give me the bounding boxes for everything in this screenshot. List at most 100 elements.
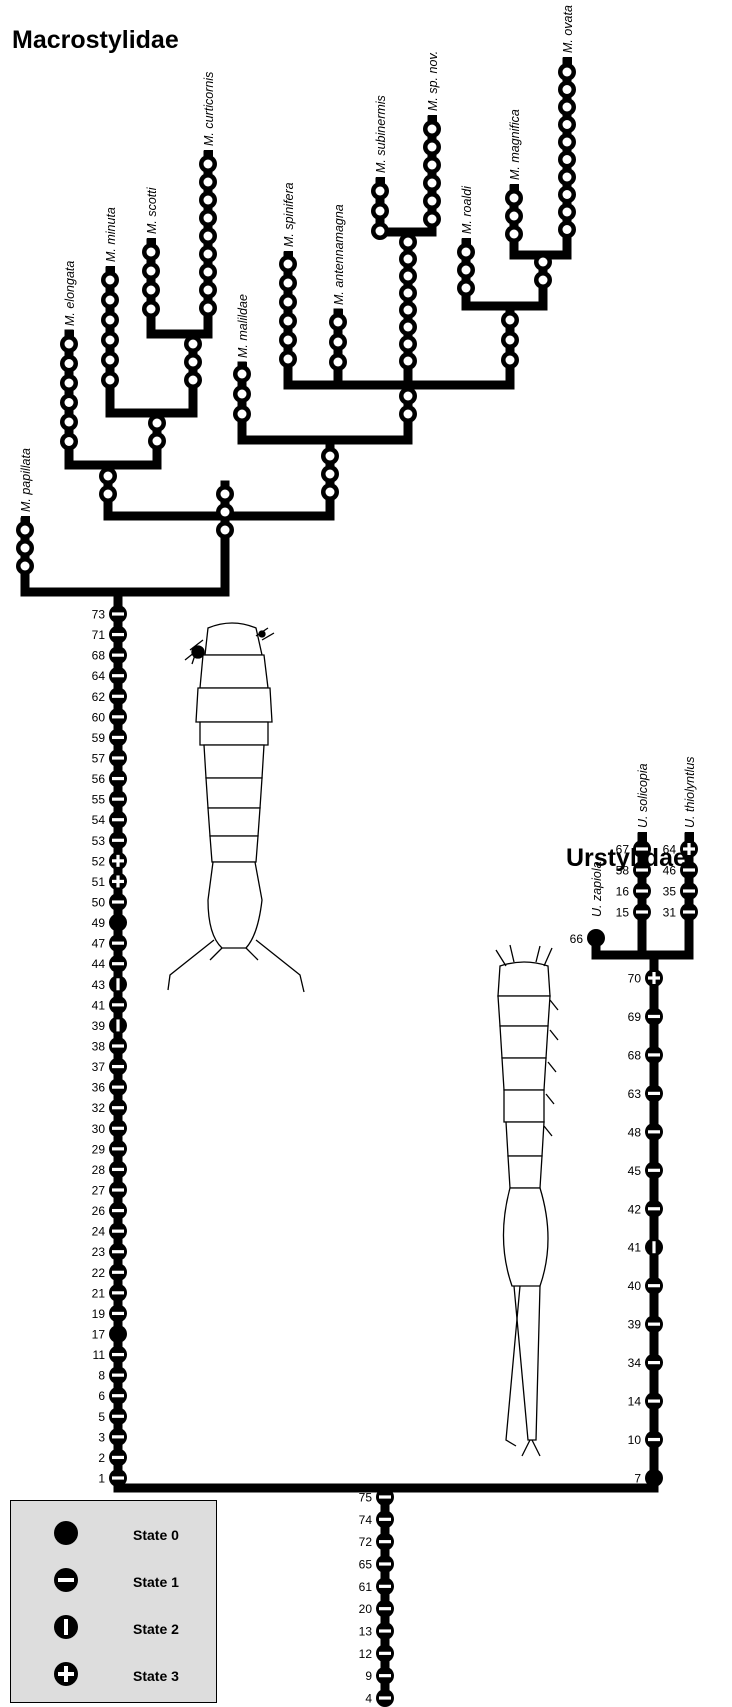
character-marker-macrostylidae-28 (109, 1160, 127, 1178)
character-marker-macrostylidae-29 (109, 1140, 127, 1158)
character-number-root-4: 4 (365, 1692, 372, 1706)
apomorphy-ring (329, 333, 347, 351)
apomorphy-ring (60, 355, 78, 373)
character-number-urstylidae-41: 41 (628, 1241, 642, 1255)
character-number-macrostylidae-28: 28 (92, 1163, 106, 1177)
character-number-urstylidae-48: 48 (628, 1125, 642, 1139)
apomorphy-ring (199, 155, 217, 173)
character-marker-root-13 (376, 1622, 394, 1640)
character-marker-urstylidae-10 (645, 1431, 663, 1449)
character-number-root-61: 61 (359, 1580, 373, 1594)
apomorphy-ring (399, 318, 417, 336)
character-marker-macrostylidae-71 (109, 626, 127, 644)
apomorphy-ring (279, 255, 297, 273)
character-number-macrostylidae-1: 1 (98, 1472, 105, 1486)
character-marker-root-12 (376, 1644, 394, 1662)
character-marker-root-20 (376, 1600, 394, 1618)
character-marker-macrostylidae-55 (109, 790, 127, 808)
character-number-macrostylidae-52: 52 (92, 854, 106, 868)
character-number-macrostylidae-32: 32 (92, 1101, 106, 1115)
apomorphy-ring (99, 467, 117, 485)
character-marker-root-65 (376, 1555, 394, 1573)
apomorphy-ring (142, 262, 160, 280)
character-number-macrostylidae-8: 8 (98, 1369, 105, 1383)
character-marker-macrostylidae-36 (109, 1078, 127, 1096)
character-number-macrostylidae-26: 26 (92, 1204, 106, 1218)
apomorphy-ring (399, 352, 417, 370)
character-number-macrostylidae-44: 44 (92, 957, 106, 971)
character-marker-macrostylidae-11 (109, 1346, 127, 1364)
taxon-label-thiolyntlus: U. thiolyntlus (683, 756, 697, 828)
apomorphy-ring (142, 281, 160, 299)
apomorphy-ring (233, 385, 251, 403)
character-number-macrostylidae-68: 68 (92, 649, 106, 663)
character-number-thiolyntlus-35: 35 (663, 885, 677, 899)
apomorphy-ring (423, 192, 441, 210)
character-marker-macrostylidae-38 (109, 1037, 127, 1055)
apomorphy-ring (142, 243, 160, 261)
character-marker-macrostylidae-23 (109, 1243, 127, 1261)
taxon-label-roaldi: M. roaldi (460, 185, 474, 234)
apomorphy-ring (199, 173, 217, 191)
character-number-macrostylidae-49: 49 (92, 916, 106, 930)
character-marker-macrostylidae-62 (109, 687, 127, 705)
apomorphy-rings (16, 63, 576, 575)
character-marker-urstylidae-63 (645, 1084, 663, 1102)
character-marker-urstylidae-69 (645, 1007, 663, 1025)
legend-row-state0: State 0 (11, 1520, 216, 1550)
apomorphy-ring (371, 182, 389, 200)
apomorphy-ring (199, 245, 217, 263)
apomorphy-ring (505, 225, 523, 243)
macrostylis-isopod-drawing (168, 623, 304, 992)
character-marker-macrostylidae-24 (109, 1222, 127, 1240)
apomorphy-ring (216, 503, 234, 521)
taxon-label-spnov: M. sp. nov. (426, 51, 440, 111)
apomorphy-ring (423, 120, 441, 138)
character-number-macrostylidae-22: 22 (92, 1266, 106, 1280)
character-marker-macrostylidae-8 (109, 1366, 127, 1384)
character-marker-urstylidae-42 (645, 1200, 663, 1218)
character-marker-macrostylidae-1 (109, 1469, 127, 1487)
apomorphy-ring (279, 293, 297, 311)
character-number-macrostylidae-3: 3 (98, 1430, 105, 1444)
character-marker-macrostylidae-49 (109, 914, 127, 932)
character-marker-root-4 (376, 1689, 394, 1707)
apomorphy-ring (423, 174, 441, 192)
character-marker-macrostylidae-32 (109, 1099, 127, 1117)
character-number-macrostylidae-55: 55 (92, 793, 106, 807)
character-number-urstylidae-70: 70 (628, 972, 642, 986)
character-marker-macrostylidae-43 (109, 975, 127, 993)
taxon-label-papillata: M. papillata (19, 448, 33, 512)
character-marker-urstylidae-7 (645, 1469, 663, 1487)
apomorphy-ring (534, 271, 552, 289)
character-number-urstylidae-34: 34 (628, 1356, 642, 1370)
character-marker-macrostylidae-47 (109, 934, 127, 952)
character-number-macrostylidae-17: 17 (92, 1328, 106, 1342)
character-number-urstylidae-7: 7 (634, 1472, 641, 1486)
apomorphy-ring (399, 284, 417, 302)
state1-icon (53, 1567, 79, 1593)
character-number-urstylidae-69: 69 (628, 1010, 642, 1024)
character-marker-urstylidae-48 (645, 1123, 663, 1141)
character-number-macrostylidae-47: 47 (92, 937, 106, 951)
character-marker-macrostylidae-51 (109, 872, 127, 890)
character-marker-solicopia-58 (633, 861, 651, 879)
character-number-macrostylidae-51: 51 (92, 875, 106, 889)
character-marker-macrostylidae-54 (109, 811, 127, 829)
character-number-urstylidae-63: 63 (628, 1087, 642, 1101)
apomorphy-ring (399, 267, 417, 285)
character-marker-macrostylidae-21 (109, 1284, 127, 1302)
legend-row-state3: State 3 (11, 1661, 216, 1691)
character-marker-macrostylidae-50 (109, 893, 127, 911)
apomorphy-ring (279, 312, 297, 330)
character-marker-solicopia-67 (633, 840, 651, 858)
character-number-urstylidae-10: 10 (628, 1433, 642, 1447)
apomorphy-ring (399, 301, 417, 319)
character-number-thiolyntlus-46: 46 (663, 864, 677, 878)
apomorphy-ring (558, 81, 576, 99)
legend-label-state0: State 0 (133, 1527, 179, 1543)
taxon-label-spinifera: M. spinifera (282, 182, 296, 247)
apomorphy-ring (423, 210, 441, 228)
apomorphy-ring (279, 274, 297, 292)
character-number-root-65: 65 (359, 1558, 373, 1572)
